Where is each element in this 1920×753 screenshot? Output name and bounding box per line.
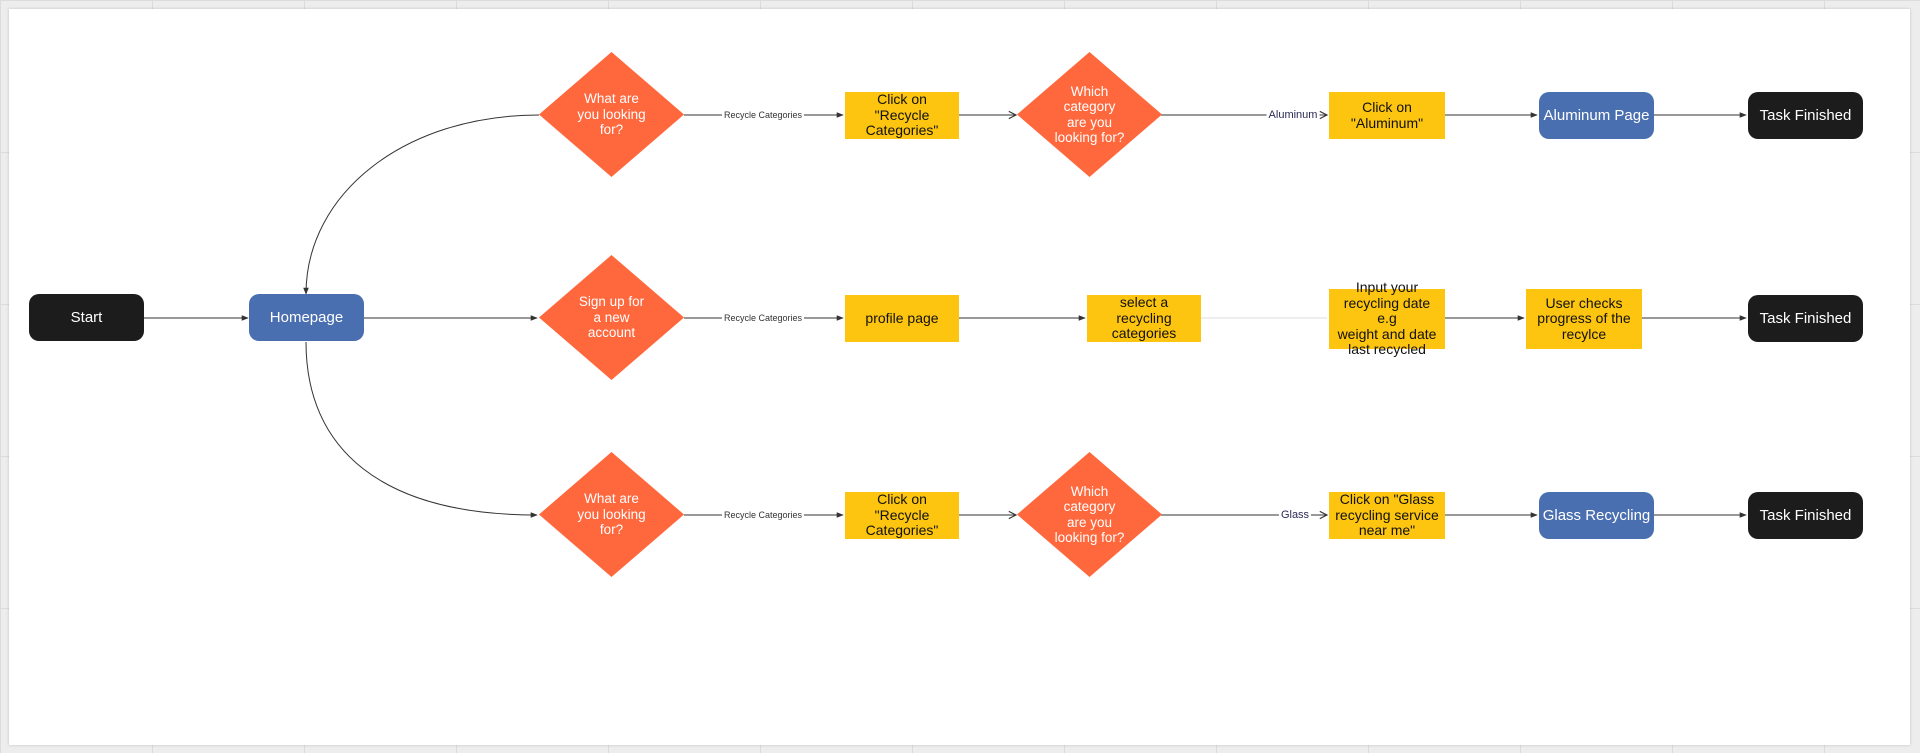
check-progress-label: User checks progress of the recylce	[1537, 294, 1631, 342]
bot-click-categories-label: Click on "Recycle Categories"	[865, 491, 939, 539]
bot-click-categories-node[interactable]: Click on "Recycle Categories"	[845, 492, 959, 539]
glass-page-node[interactable]: Glass Recycling	[1539, 492, 1654, 539]
edge-label-aluminum: Aluminum	[1266, 109, 1320, 121]
homepage-label: Homepage	[269, 309, 344, 326]
aluminum-page-label: Aluminum Page	[1543, 107, 1650, 124]
top-click-aluminum-node[interactable]: Click on "Aluminum"	[1329, 92, 1445, 139]
start-label: Start	[70, 309, 103, 326]
edges-layer	[144, 9, 1747, 745]
top-click-categories-label: Click on "Recycle Categories"	[865, 91, 939, 139]
edge-label-mid-recycle: Recycle Categories	[721, 312, 805, 324]
select-category-node[interactable]: select a recycling categories	[1087, 295, 1201, 342]
edge-homepage-bottom-decision	[305, 341, 538, 518]
profile-page-node[interactable]: profile page	[845, 295, 959, 342]
homepage-node[interactable]: Homepage	[249, 294, 364, 341]
input-date-label: Input your recycling date e.g weight and…	[1337, 279, 1437, 358]
diagram-canvas: Recycle Categories Recycle Categories Re…	[9, 9, 1910, 745]
top-decision-node[interactable]: What are you looking for?	[539, 52, 684, 177]
bot-finished-node[interactable]: Task Finished	[1748, 492, 1863, 539]
top-click-aluminum-label: Click on "Aluminum"	[1350, 99, 1424, 131]
edge-label-top-recycle: Recycle Categories	[721, 109, 805, 121]
mid-decision-label: Sign up for a new account	[578, 294, 645, 341]
aluminum-page-node[interactable]: Aluminum Page	[1539, 92, 1654, 139]
mid-decision-node[interactable]: Sign up for a new account	[539, 255, 684, 380]
bot-finished-label: Task Finished	[1759, 507, 1852, 524]
bot-which-category-label: Which category are you looking for?	[1054, 483, 1125, 546]
profile-page-label: profile page	[865, 309, 939, 326]
bot-click-glass-label: Click on "Glass recycling service near m…	[1335, 491, 1439, 539]
top-click-categories-node[interactable]: Click on "Recycle Categories"	[845, 92, 959, 139]
bot-click-glass-node[interactable]: Click on "Glass recycling service near m…	[1329, 492, 1445, 539]
start-node[interactable]: Start	[29, 294, 144, 341]
bot-decision-label: What are you looking for?	[577, 491, 646, 538]
mid-finished-label: Task Finished	[1759, 310, 1852, 327]
bot-which-category-node[interactable]: Which category are you looking for?	[1017, 452, 1162, 577]
top-finished-label: Task Finished	[1759, 107, 1852, 124]
top-which-category-node[interactable]: Which category are you looking for?	[1017, 52, 1162, 177]
bot-decision-node[interactable]: What are you looking for?	[539, 452, 684, 577]
edge-label-bot-recycle: Recycle Categories	[721, 509, 805, 521]
select-category-label: select a recycling categories	[1111, 294, 1177, 342]
edge-label-glass: Glass	[1278, 509, 1312, 521]
input-date-node[interactable]: Input your recycling date e.g weight and…	[1329, 280, 1445, 357]
top-which-category-label: Which category are you looking for?	[1054, 83, 1125, 146]
top-decision-label: What are you looking for?	[577, 91, 646, 138]
top-finished-node[interactable]: Task Finished	[1748, 92, 1863, 139]
mid-finished-node[interactable]: Task Finished	[1748, 295, 1863, 342]
edge-top-decision-homepage	[303, 114, 540, 295]
check-progress-node[interactable]: User checks progress of the recylce	[1526, 289, 1642, 349]
glass-page-label: Glass Recycling	[1542, 507, 1651, 524]
